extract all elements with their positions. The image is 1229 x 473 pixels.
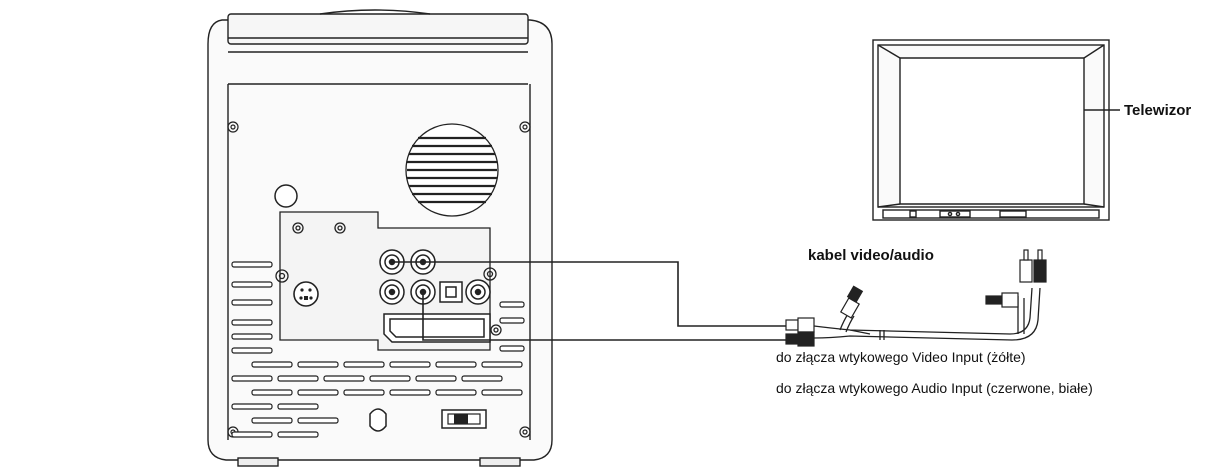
rca-plug-side <box>985 292 1019 308</box>
power-socket <box>369 408 387 432</box>
speaker-grille <box>405 123 499 217</box>
video-input-label: do złącza wtykowego Video Input (żółte) <box>776 349 1026 365</box>
s-video-port <box>293 281 319 307</box>
round-port <box>274 184 298 208</box>
tv-label: Telewizor <box>1124 102 1191 119</box>
scart-port <box>383 313 491 343</box>
audio-input-label: do złącza wtykowego Audio Input (czerwon… <box>776 380 1093 396</box>
rca-plug-upper <box>839 285 864 319</box>
rca-plug-left <box>785 317 815 347</box>
voltage-switch <box>441 409 487 429</box>
optical-port <box>439 281 463 303</box>
cable-label: kabel video/audio <box>808 247 934 264</box>
rca-plugs-top <box>1019 249 1047 283</box>
television <box>872 39 1110 221</box>
connection-lines <box>392 261 790 341</box>
vent-slots <box>231 261 525 438</box>
